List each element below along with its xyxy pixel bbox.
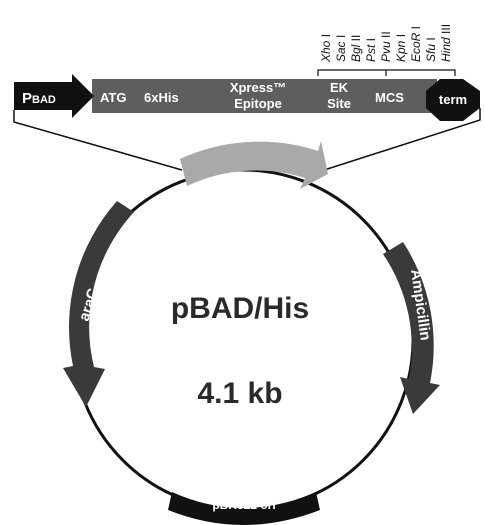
atg-label: ATG [100,90,126,105]
site-label-pvuii: Pvu II [379,31,393,62]
arac-arrow [63,201,134,407]
site-label-sfui: Sfu I [424,37,438,62]
site-label-psti: Pst I [364,38,378,62]
restriction-site-labels: Xho I Sac I Bgl II Pst I Pvu II Kpn I Ec… [319,24,453,63]
site-label-ecori: EcoR I [409,26,423,62]
site-label-saci: Sac I [334,35,348,62]
cassette-bar [92,79,437,113]
terminator-label: term [439,92,467,107]
ek-label-line1: EK [330,80,349,95]
mcs-label: MCS [375,90,404,105]
zoom-line-left [13,110,183,171]
ori-box: pBR322 ori [168,492,320,525]
terminator-octagon: term [426,79,480,121]
ori-label: pBR322 ori [212,498,275,512]
site-label-bglii: Bgl II [349,35,363,62]
his-tag-label: 6xHis [144,90,179,105]
pbad-promoter-arrow: PBAD [14,74,94,118]
site-label-xhoi: Xho I [319,34,333,63]
insert-arrow [180,141,328,189]
site-label-kpni: Kpn I [394,34,408,62]
xpress-label-line1: Xpress™ [230,80,286,95]
plasmid-size: 4.1 kb [197,377,282,410]
ampicillin-arrow [383,242,440,414]
plasmid-name: pBAD/His [171,292,309,325]
ek-label-line2: Site [327,96,351,111]
site-label-hindiii: Hind III [439,24,453,62]
pbad-label: PBAD [22,90,56,107]
zoom-line-right [317,108,481,173]
xpress-label-line2: Epitope [234,96,282,111]
